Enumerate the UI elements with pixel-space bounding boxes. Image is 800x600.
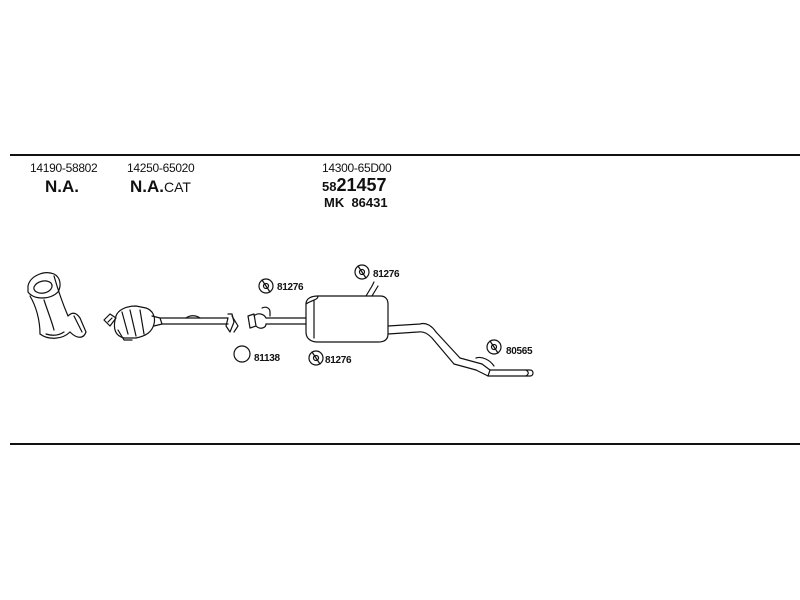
code-silencer-prefix: 58	[322, 179, 337, 194]
callout-hanger-3: 81276	[325, 355, 352, 366]
part-number-silencer: 14300-65D00	[322, 161, 392, 175]
bottom-rule	[10, 443, 800, 445]
code-silencer-main: 21457	[336, 175, 387, 195]
front-pipe-icon	[27, 272, 87, 339]
callout-gasket: 81138	[254, 353, 280, 364]
mk-code-silencer: MK 86431	[324, 195, 388, 210]
callout-hanger-2: 81276	[373, 269, 400, 280]
gasket-ring-icon	[233, 345, 251, 363]
rubber-hanger-icon	[258, 264, 502, 366]
middle-pipe-icon	[247, 306, 307, 329]
tail-pipe-icon	[475, 356, 534, 377]
catalytic-converter-icon	[103, 305, 239, 341]
top-rule	[10, 154, 800, 156]
rear-silencer-icon	[305, 281, 483, 371]
callout-hanger-4: 80565	[506, 346, 533, 357]
code-silencer: 5821457	[322, 176, 387, 194]
part-number-catalyst: 14250-65020	[127, 161, 195, 175]
part-number-front-pipe: 14190-58802	[30, 161, 98, 175]
code-catalyst: N.A.CAT	[130, 178, 191, 195]
code-catalyst-main: N.A.	[130, 177, 164, 196]
code-catalyst-suffix: CAT	[164, 179, 191, 195]
code-front-pipe: N.A.	[45, 177, 79, 196]
callout-hanger-1: 81276	[277, 282, 304, 293]
